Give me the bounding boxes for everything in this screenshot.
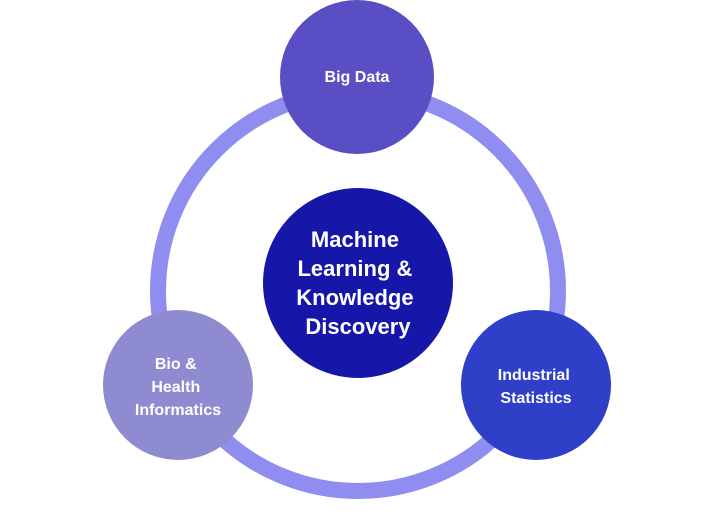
bio-health-informatics-label-line: Informatics [135,402,221,419]
center-label-line: Knowledge [296,285,413,310]
big-data-label: Big Data [325,69,390,86]
bio-health-informatics-circle [103,310,253,460]
big-data-circle [280,0,434,154]
bio-health-informatics-label-line: Health [151,379,200,396]
big-data-node: Big Data [280,0,434,154]
industrial-statistics-node: Industrial Statistics [461,310,611,460]
industrial-statistics-label: Industrial Statistics [498,367,574,407]
industrial-statistics-circle [461,310,611,460]
center-label-line: Learning & [297,256,412,281]
center-circle [263,188,453,378]
bio-health-informatics-label: Bio & Health Informatics [135,356,221,419]
big-data-label-line: Big Data [325,69,390,86]
industrial-statistics-label-line: Statistics [500,390,571,407]
center-label: Machine Learning & Knowledge Discovery [296,227,419,339]
industrial-statistics-label-line: Industrial [498,367,570,384]
center-node: Machine Learning & Knowledge Discovery [263,188,453,378]
bio-health-informatics-node: Bio & Health Informatics [103,310,253,460]
center-label-line: Machine [311,227,399,252]
bio-health-informatics-label-line: Bio & [155,356,197,373]
center-label-line: Discovery [305,314,411,339]
